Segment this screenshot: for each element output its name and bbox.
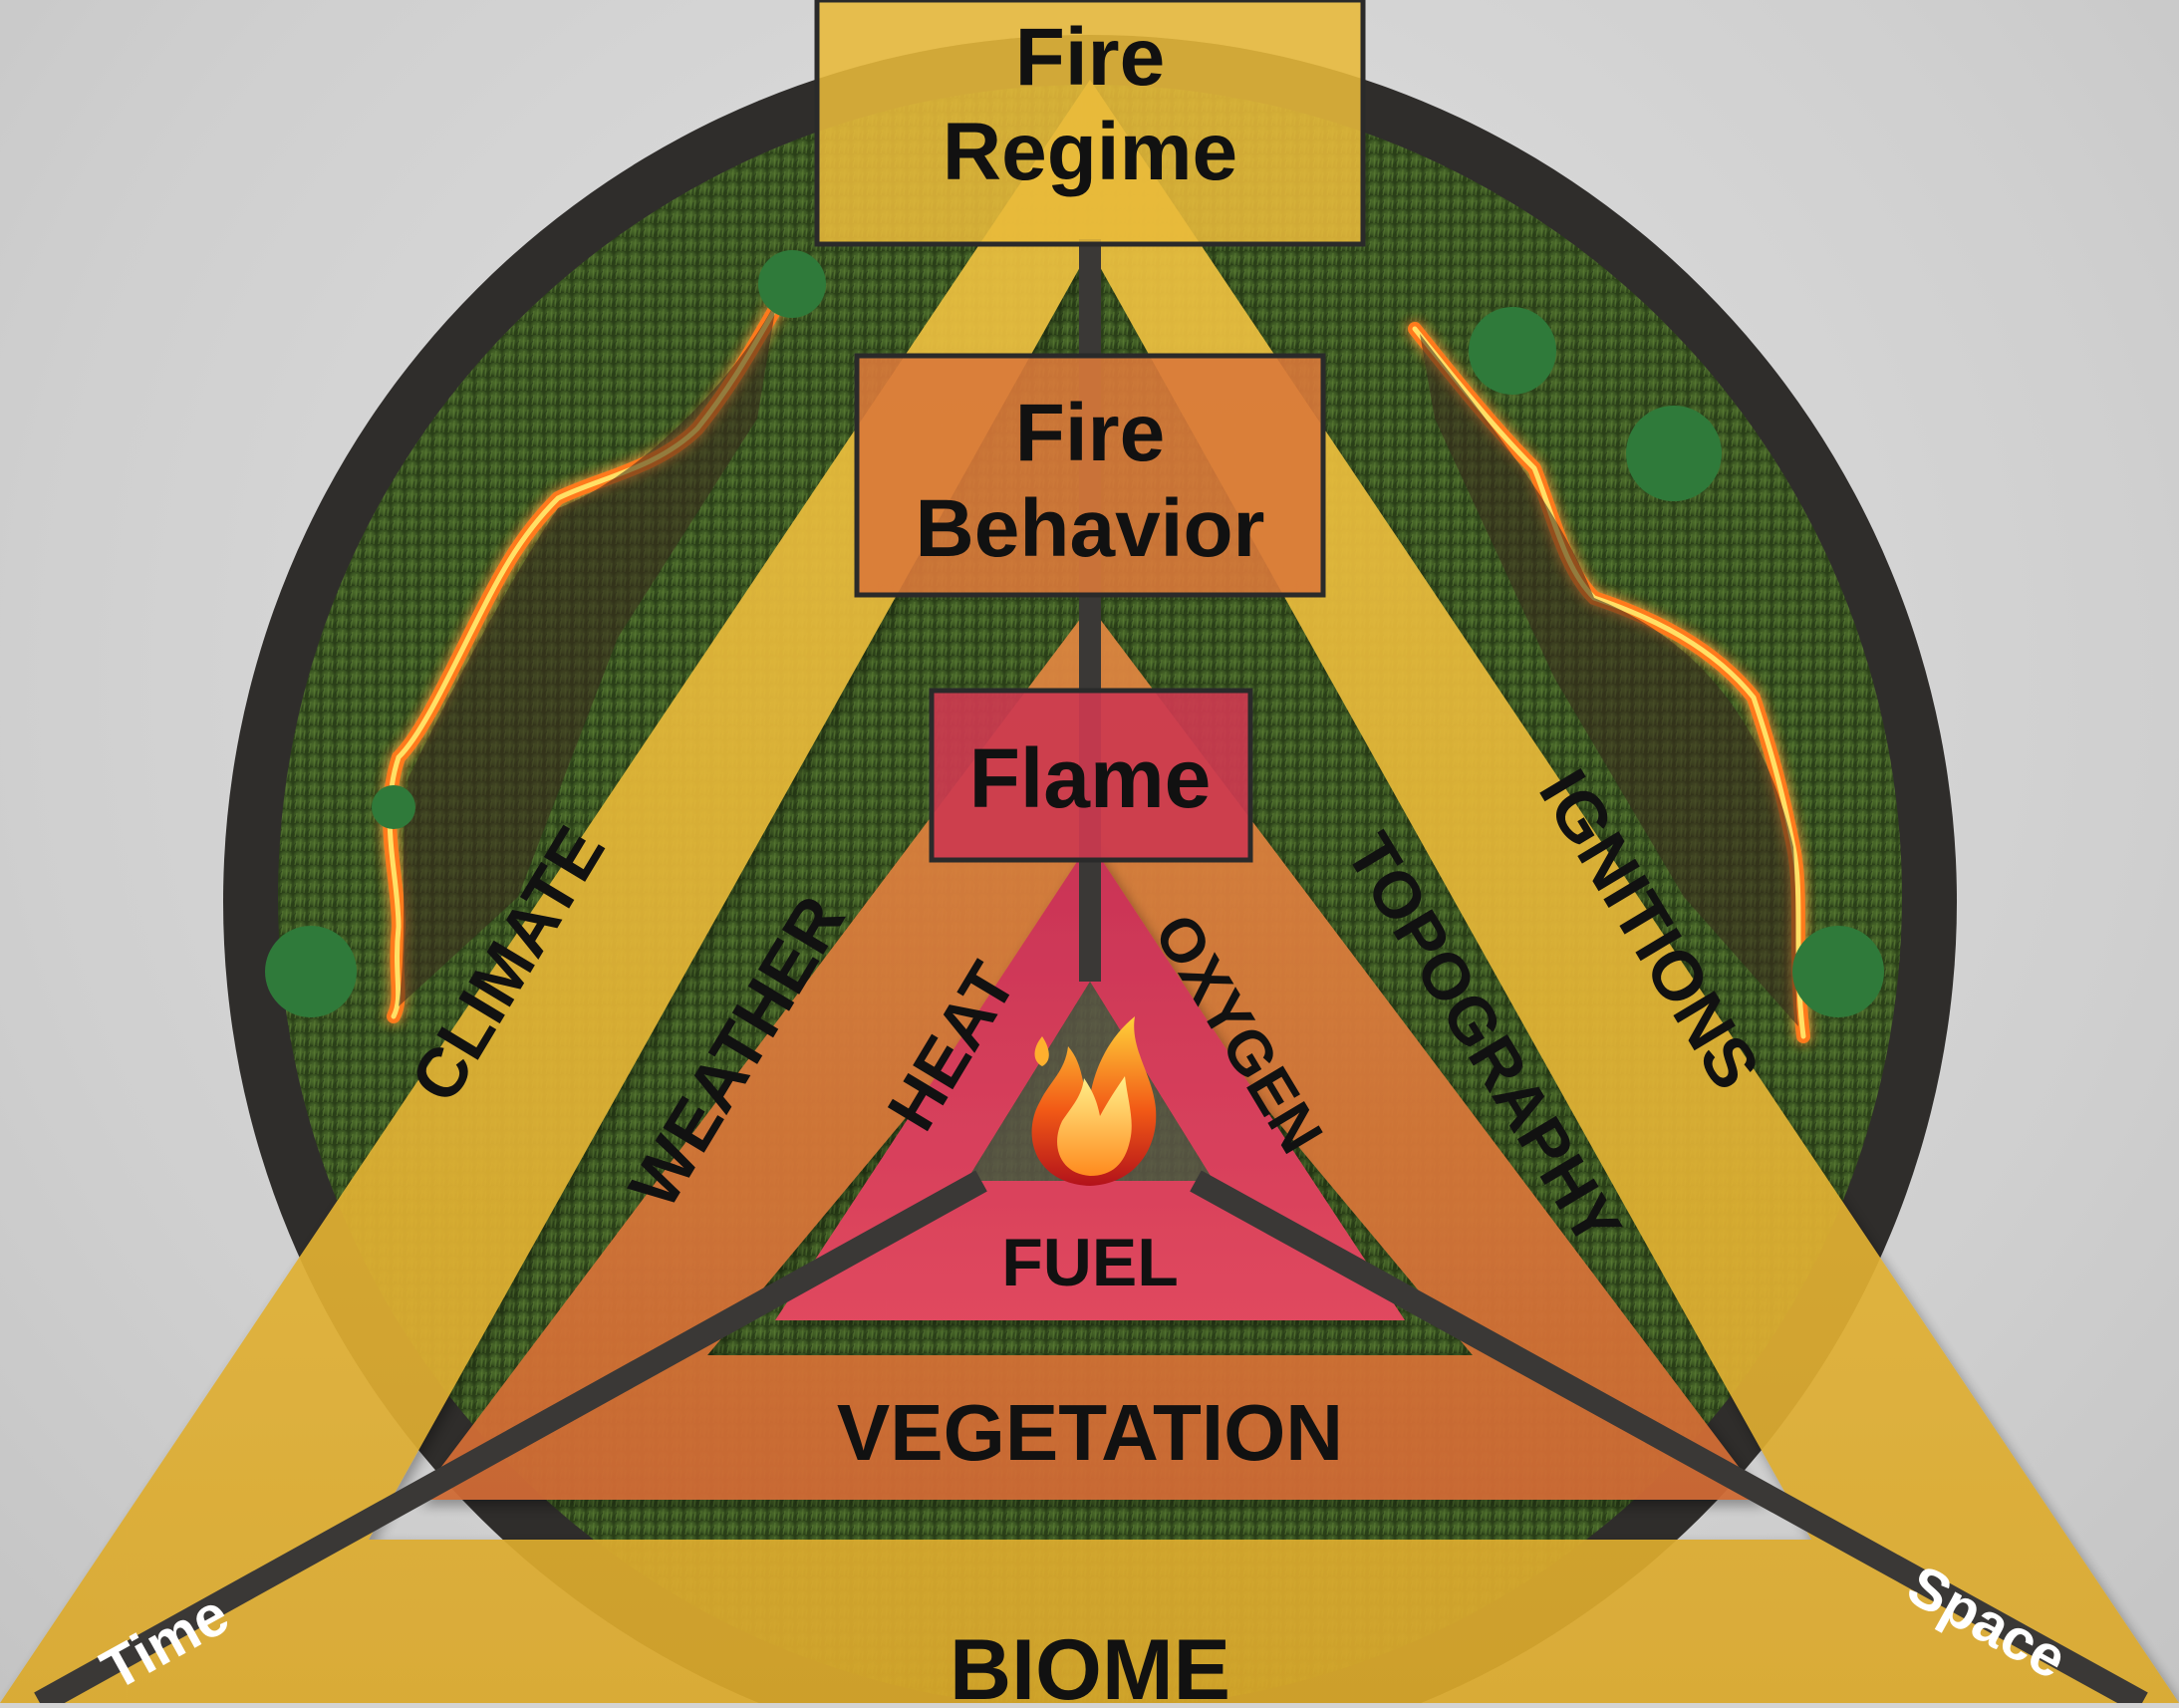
tree-icon [372, 785, 415, 829]
outer-triangle [0, 80, 2179, 1703]
fire-regime-line2: Regime [943, 107, 1237, 197]
flame-icon [1031, 1016, 1157, 1186]
label-fuel: FUEL [1001, 1225, 1179, 1300]
trees [265, 250, 1884, 1017]
flame-label: Flame [969, 731, 1212, 825]
label-vegetation: VEGETATION [837, 1388, 1343, 1477]
burn-scar-right [1420, 334, 1798, 1026]
fire-regime-box: Fire Regime [814, 0, 1366, 247]
fire-behavior-line1: Fire [1015, 388, 1165, 478]
burn-scar-left [399, 299, 777, 1006]
middle-triangle [416, 606, 1764, 1500]
tree-icon [1626, 406, 1722, 501]
spoke-space [1190, 1170, 2148, 1708]
fire-behavior-line2: Behavior [916, 483, 1265, 574]
tree-icon [1792, 926, 1884, 1017]
fire-regime-line1: Fire [1015, 12, 1165, 103]
tree-icon [265, 926, 357, 1017]
flame-box: Flame [929, 688, 1253, 863]
label-biome: BIOME [950, 1622, 1230, 1703]
tree-icon [1469, 307, 1556, 395]
spoke-time [34, 1170, 987, 1708]
fire-behavior-box: Fire Behavior [854, 353, 1326, 598]
tree-icon [758, 250, 826, 318]
